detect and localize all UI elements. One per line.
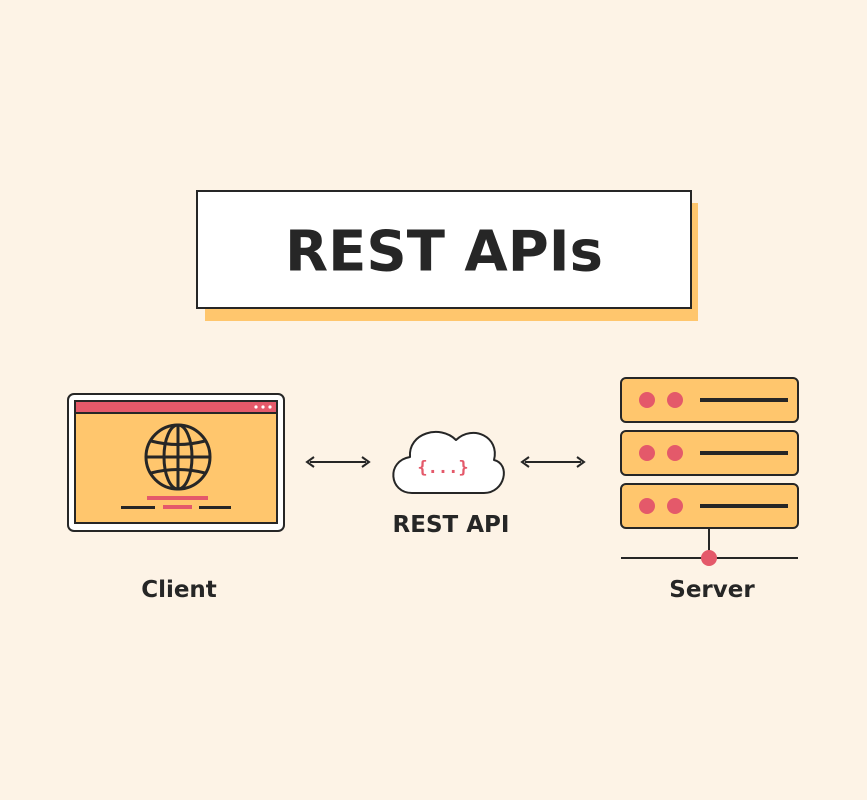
client-browser-icon [67,393,285,532]
globe-icon [144,423,212,491]
server-unit [620,430,799,476]
arrow-api-server [520,456,586,468]
title-banner: REST APIs [196,190,698,321]
api-label: REST API [393,512,510,538]
arrow-client-api [305,456,371,468]
api-symbol: {...} [417,458,468,478]
network-node-dot [701,550,717,566]
server-label: Server [669,577,755,603]
server-unit [620,483,799,529]
client-label: Client [141,577,217,603]
server-stack-icon [620,377,799,566]
server-unit [620,377,799,423]
page-title: REST APIs [285,220,603,285]
cloud-icon [392,430,505,494]
title-banner-box [196,190,692,309]
